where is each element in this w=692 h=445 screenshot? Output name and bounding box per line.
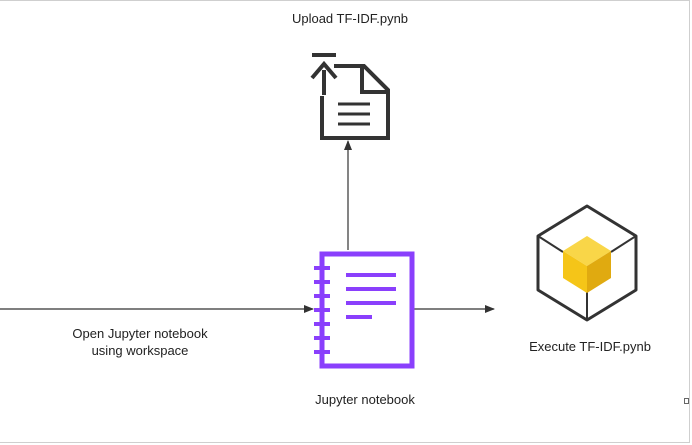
upload-label: Upload TF-IDF.pynb bbox=[291, 11, 409, 26]
notebook-icon bbox=[314, 251, 415, 369]
file-upload-icon bbox=[310, 53, 390, 140]
edge-label-open-line2: using workspace bbox=[91, 343, 189, 358]
edge-label-open: Open Jupyter notebook using workspace bbox=[30, 325, 250, 359]
notebook-label: Jupyter notebook bbox=[315, 392, 415, 407]
resize-handle-icon bbox=[684, 398, 689, 404]
cube-icon bbox=[536, 204, 638, 322]
execute-label: Execute TF-IDF.pynb bbox=[529, 339, 651, 354]
edge-label-open-line1: Open Jupyter notebook bbox=[72, 326, 208, 341]
